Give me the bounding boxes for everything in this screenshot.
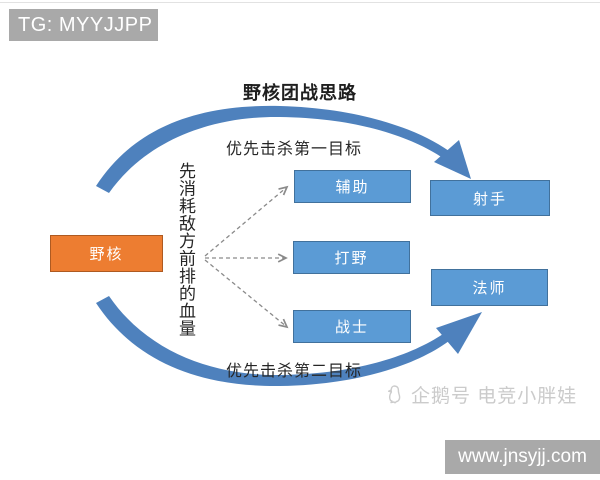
node-wild-core-label: 野核 <box>89 246 124 263</box>
node-mage-label: 法师 <box>472 280 507 297</box>
top-path-label: 优先击杀第一目标 <box>226 141 363 158</box>
dashed-arrows <box>204 185 289 329</box>
dashed-arrow-to-support <box>204 185 289 257</box>
side-note-vertical-text: 先消耗敌方前排的血量 <box>176 162 195 337</box>
site-url-label: www.jnsyjj.com <box>458 446 587 467</box>
tg-watermark-badge: TG: MYYJJPP <box>9 9 158 41</box>
bottom-path-label: 优先击杀第二目标 <box>226 363 363 380</box>
dashed-arrow-to-warrior <box>204 259 289 329</box>
node-wild-core: 野核 <box>50 235 163 272</box>
site-url-badge: www.jnsyjj.com <box>445 440 600 474</box>
tg-badge-label: TG: MYYJJPP <box>18 13 153 36</box>
node-warrior-label: 战士 <box>334 319 369 336</box>
page-title: 野核团战思路 <box>243 83 357 103</box>
arc-arrow-top <box>96 105 471 193</box>
node-jungler: 打野 <box>293 241 410 274</box>
top-divider-line <box>0 2 600 3</box>
node-support: 辅助 <box>294 170 411 203</box>
watermark: 企鹅号 电竞小胖娃 <box>386 381 577 408</box>
node-marksman-label: 射手 <box>472 190 507 208</box>
penguin-icon <box>387 385 401 404</box>
node-warrior: 战士 <box>293 310 411 343</box>
node-support-label: 辅助 <box>335 179 370 196</box>
node-jungler-label: 打野 <box>334 250 369 267</box>
arrowhead-top-icon <box>434 140 471 179</box>
arrowhead-bottom-icon <box>436 312 482 354</box>
node-mage: 法师 <box>431 269 548 306</box>
node-marksman: 射手 <box>430 180 550 216</box>
watermark-label: 企鹅号 电竞小胖娃 <box>411 386 578 407</box>
arc-arrow-bottom <box>96 296 482 387</box>
